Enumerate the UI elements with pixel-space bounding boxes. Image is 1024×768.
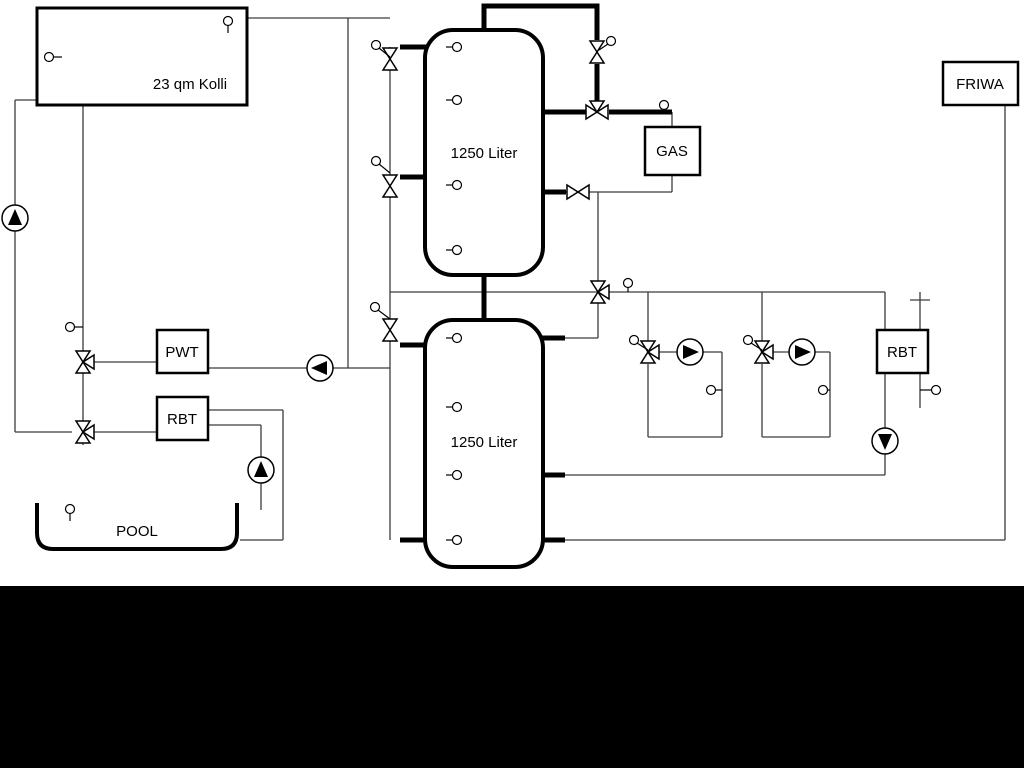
- bottom-black-bar: [0, 586, 1024, 768]
- solar-collector-box: [35, 6, 249, 107]
- gas-boiler: GAS: [643, 125, 702, 177]
- rbt-right: RBT: [875, 328, 930, 375]
- pipes-thick: [400, 3, 672, 543]
- sensor-icon: [920, 384, 942, 396]
- sensor-icon: [446, 332, 463, 344]
- pwt-heat-exchanger: PWT: [155, 328, 210, 375]
- three-way-valve-icon: [589, 280, 610, 304]
- pwt-label: PWT: [165, 344, 198, 361]
- pump-icon: [788, 338, 816, 366]
- buffer-tank-lower: 1250 Liter: [423, 318, 545, 569]
- sensor-icon: [446, 179, 463, 191]
- sensor-icon: [622, 277, 634, 292]
- buffer-tank-lower-label: 1250 Liter: [451, 434, 518, 451]
- valves: [74, 40, 774, 444]
- valve-icon: [381, 318, 399, 342]
- buffer-tank-upper-body: [423, 28, 545, 277]
- pwt-box: [155, 328, 210, 375]
- three-way-valve-icon: [74, 350, 95, 374]
- valve-icon: [381, 47, 399, 71]
- sensor-icon: [64, 321, 83, 333]
- sensor-icon: [446, 534, 463, 546]
- buffer-tank-lower-body: [423, 318, 545, 569]
- three-way-valve-icon: [639, 340, 660, 364]
- friwa-station: FRIWA: [941, 60, 1020, 107]
- three-way-valve-icon: [753, 340, 774, 364]
- sensor-icon: [64, 503, 76, 521]
- sensor-icon: [222, 15, 234, 33]
- sensor-icon: [446, 41, 463, 53]
- pump-icon: [1, 204, 29, 232]
- pool-label: POOL: [116, 523, 158, 540]
- buffer-tank-upper-label: 1250 Liter: [451, 145, 518, 162]
- sensor-icon: [370, 155, 391, 174]
- pump-icon: [247, 456, 275, 484]
- rbt-left: RBT: [155, 395, 210, 442]
- gas-boiler-box: [643, 125, 702, 177]
- solar-collector-label: 23 qm Kolli: [153, 76, 227, 93]
- temperature-sensors: [43, 15, 942, 546]
- sensor-icon: [817, 384, 830, 396]
- sensor-icon: [705, 384, 722, 396]
- pump-icon: [306, 354, 334, 382]
- pump-icon: [676, 338, 704, 366]
- sensor-icon: [369, 301, 391, 320]
- friwa-box: [941, 60, 1020, 107]
- sensor-icon: [446, 469, 463, 481]
- sensor-icon: [446, 401, 463, 413]
- rbt-left-label: RBT: [167, 411, 197, 428]
- sensor-icon: [628, 334, 649, 351]
- friwa-label: FRIWA: [956, 76, 1004, 93]
- sensor-icon: [658, 99, 670, 112]
- pipe-network-thick: [400, 3, 672, 543]
- sensor-icon: [598, 35, 617, 51]
- pool-basin: [35, 503, 239, 551]
- sensor-icon: [370, 39, 391, 58]
- sensor-icon: [742, 334, 763, 351]
- valve-icon: [566, 183, 590, 201]
- rbt-right-label: RBT: [887, 344, 917, 361]
- three-way-valve-icon: [74, 420, 95, 444]
- buffer-tank-upper: 1250 Liter: [423, 28, 545, 277]
- rbt-right-box: [875, 328, 930, 375]
- solar-collector: 23 qm Kolli: [35, 6, 249, 107]
- gas-boiler-label: GAS: [656, 143, 688, 160]
- pool: POOL: [35, 503, 239, 551]
- sensor-icon: [43, 51, 62, 63]
- valve-icon: [381, 174, 399, 198]
- three-way-valve-icon: [585, 100, 609, 121]
- pumps: [1, 204, 899, 484]
- valve-icon: [588, 40, 606, 64]
- sensor-icon: [446, 94, 463, 106]
- sensor-icon: [446, 244, 463, 256]
- rbt-left-box: [155, 395, 210, 442]
- pump-icon: [871, 427, 899, 455]
